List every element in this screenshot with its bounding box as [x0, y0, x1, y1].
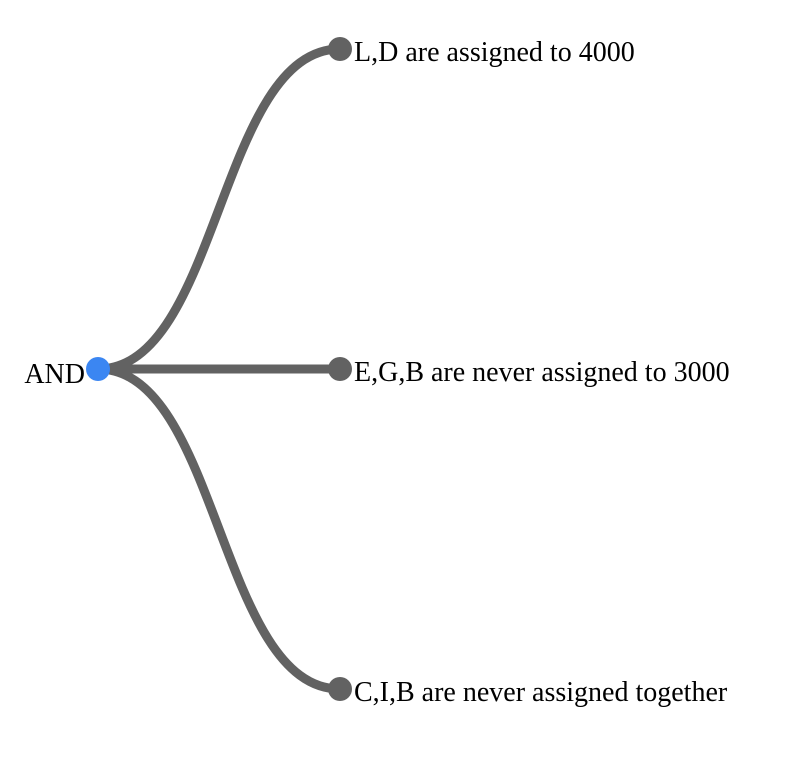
root-node-group: AND [24, 357, 110, 390]
child-nodes-group: L,D are assigned to 4000 E,G,B are never… [328, 37, 730, 708]
child-node: L,D are assigned to 4000 [328, 37, 635, 68]
root-node-dot[interactable] [86, 357, 110, 381]
child-node: E,G,B are never assigned to 3000 [328, 357, 730, 388]
child-node-dot[interactable] [328, 37, 352, 61]
child-node-dot[interactable] [328, 357, 352, 381]
tree-edge [93, 44, 345, 374]
edges-group [93, 44, 345, 694]
tree-edge [93, 364, 345, 694]
child-node: C,I,B are never assigned together [328, 677, 728, 708]
child-node-label: C,I,B are never assigned together [354, 677, 728, 708]
child-node-dot[interactable] [328, 677, 352, 701]
child-node-label: E,G,B are never assigned to 3000 [354, 357, 730, 388]
root-node-label: AND [24, 359, 85, 390]
child-node-label: L,D are assigned to 4000 [354, 37, 635, 68]
